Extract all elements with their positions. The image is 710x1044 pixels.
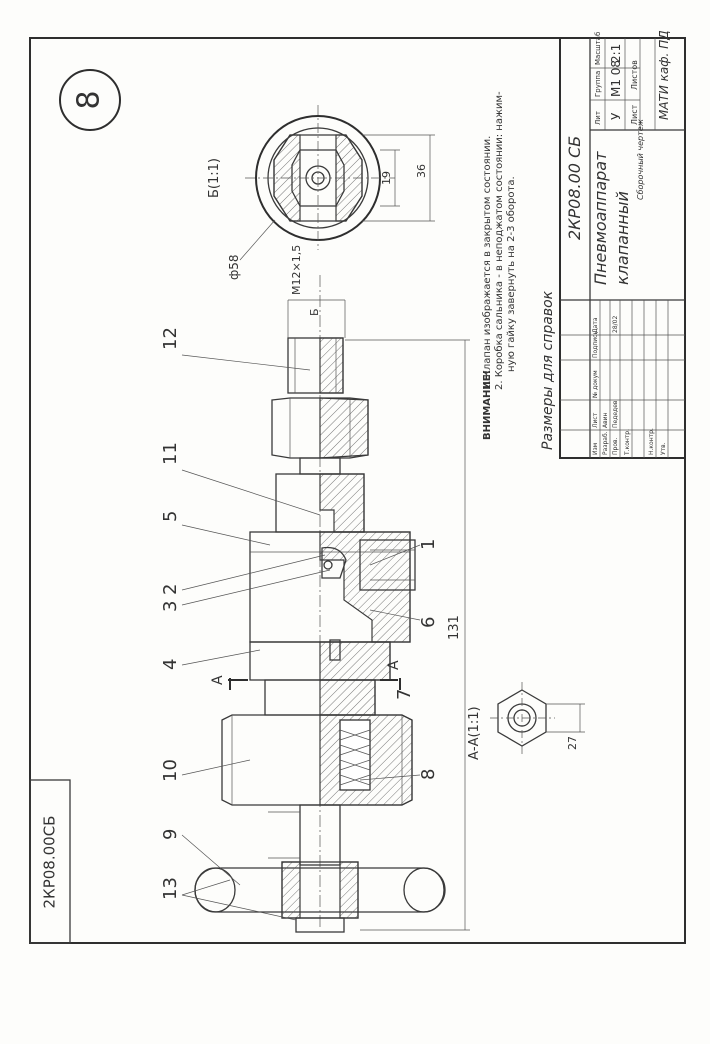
row-doc: № докум	[592, 370, 599, 398]
dimension-flange-dia: ф58	[227, 254, 241, 280]
note-line-3: ную гайку завернуть на 2-3 оборота.	[506, 176, 517, 372]
note-line-2: 2. Коробка сальника - в неподжатом состо…	[494, 91, 505, 390]
callout-9: 9	[160, 829, 181, 840]
callout-6: 6	[418, 617, 439, 628]
row-change: Изм	[592, 443, 599, 455]
title-name-line2: клапанный	[613, 191, 632, 285]
side-drawing-code: 2КР08.00СБ	[41, 816, 59, 909]
checker-date: 28/02	[612, 316, 619, 333]
callout-10: 10	[160, 759, 181, 782]
arrow-b-label: Б	[308, 308, 321, 316]
section-cut-marks: А А	[210, 660, 402, 690]
callout-1: 1	[418, 539, 439, 550]
title-block: 2КР08.00 СБ Пневмоаппарат клапанный Сбор…	[559, 30, 686, 459]
dimension-19: 19	[380, 171, 393, 185]
section-aa-label: А-А(1:1)	[467, 706, 482, 760]
title-doc-type: Сборочный чертеж	[636, 118, 645, 200]
side-code-box	[29, 779, 71, 944]
organization: МАТИ каф. ПД	[657, 30, 671, 120]
sheet-number-circle	[59, 69, 121, 131]
row-developed: Разраб.	[602, 431, 609, 455]
cut-mark-a-left: А	[210, 675, 226, 685]
dimension-36: 36	[415, 164, 428, 178]
row-sign: Подпись	[592, 331, 599, 358]
thread-size: М12×1,5	[290, 245, 303, 295]
developer-name: Авин	[602, 412, 609, 428]
value-scale: 2:1	[609, 44, 623, 63]
title-designation: 2КР08.00 СБ	[565, 136, 584, 240]
cut-mark-a-right: А	[386, 660, 402, 670]
dimension-27: 27	[566, 736, 579, 750]
stem	[299, 804, 341, 866]
thread-dimension: М12×1,5 Б	[287, 245, 346, 338]
header-scale: Масштаб	[594, 32, 602, 65]
callout-11: 11	[160, 442, 181, 465]
row-tcontrol: Т.контр.	[624, 429, 631, 456]
note-line-1: 1. Клапан изображается в закрытом состоя…	[482, 136, 493, 390]
sheet-number: 8	[72, 90, 107, 109]
callout-3: 3	[160, 601, 181, 612]
reference-dimensions-note: Размеры для справок	[540, 290, 556, 450]
label-sheets: Листов	[630, 60, 639, 90]
row-sheet: Лист	[592, 412, 599, 428]
row-approved: Утв.	[660, 442, 667, 455]
value-stage: У	[609, 112, 623, 120]
callout-13: 13	[160, 877, 181, 900]
main-assembly-view	[194, 275, 446, 933]
header-group: Группа	[594, 71, 602, 97]
row-date: Дата	[592, 317, 599, 333]
dimension-131: 131	[447, 615, 462, 640]
callout-4: 4	[160, 659, 181, 670]
callout-12: 12	[160, 327, 181, 350]
callout-leaders	[181, 354, 421, 921]
label-sheet: Лист	[630, 104, 639, 125]
row-checked: Пров.	[612, 437, 619, 455]
drawing-frame	[29, 37, 686, 944]
callout-8: 8	[418, 769, 439, 780]
callout-5: 5	[160, 511, 181, 522]
notes-title: ВНИМАНИЕ!	[482, 370, 493, 440]
row-ncontrol: Н.контр.	[648, 428, 655, 455]
title-name-line1: Пневмоаппарат	[591, 151, 610, 285]
callout-numbers: 12 11 5 2 3 4 10 9 13 1 6 7 8	[160, 327, 439, 900]
value-group: М1 08	[609, 60, 623, 97]
view-b-flange: 19 36 ф58 Б(1:1)	[207, 105, 435, 280]
section-aa-hex: 27 А-А(1:1)	[467, 682, 585, 760]
overall-dimension: 131	[345, 339, 470, 931]
header-stage: Лит	[594, 111, 602, 125]
callout-2: 2	[160, 584, 181, 595]
notes-block: ВНИМАНИЕ! 1. Клапан изображается в закры…	[482, 91, 517, 440]
checker-name: Педедев	[612, 400, 619, 428]
callout-7: 7	[394, 689, 415, 700]
part-13-screw	[295, 917, 345, 933]
view-b-label: Б(1:1)	[207, 158, 222, 198]
